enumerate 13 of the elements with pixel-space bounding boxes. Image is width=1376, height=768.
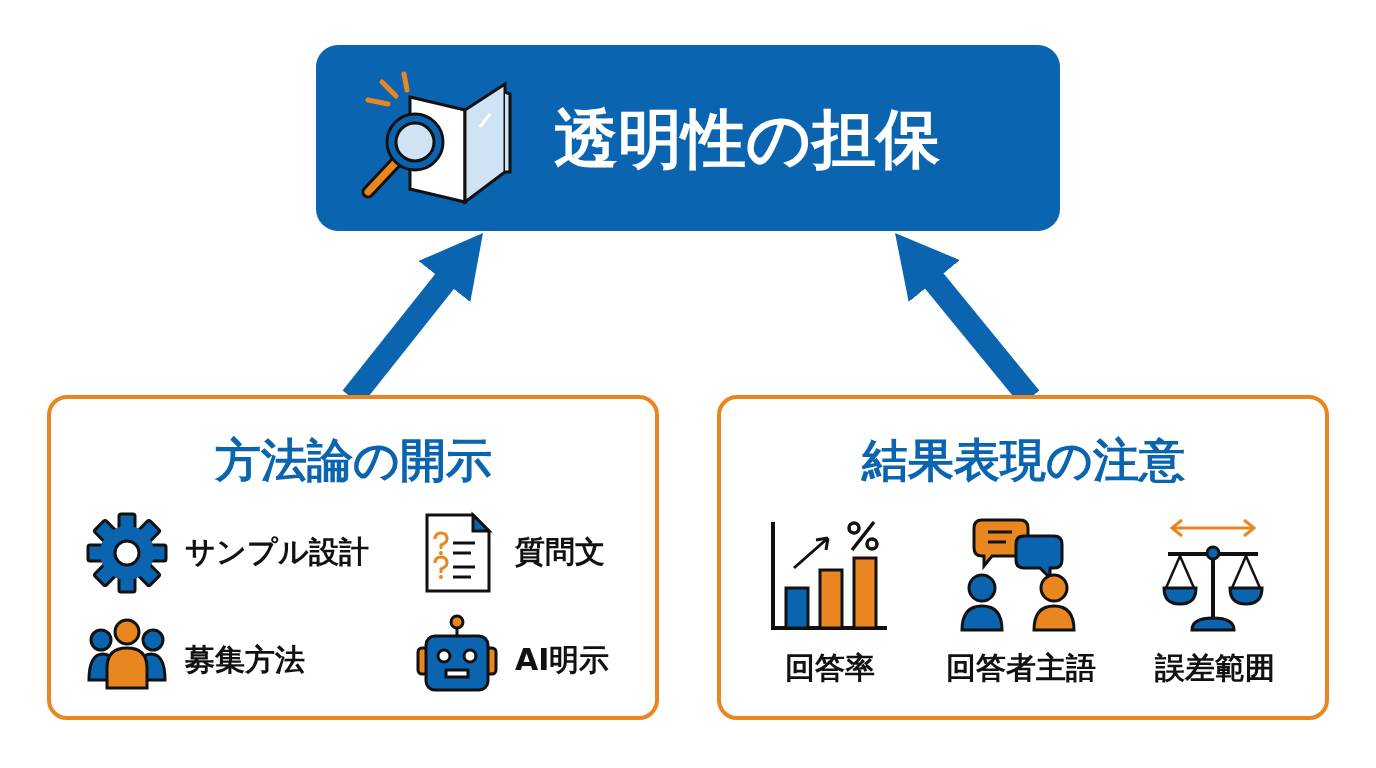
item-label: 回答者主語 [946,653,1096,683]
title-box [316,45,1060,231]
item-label: 質問文 [515,537,605,567]
panel [47,395,659,720]
item-label: 回答率 [785,653,875,683]
item-label: サンプル設計 [185,537,369,567]
item-label: AI明示 [515,645,610,675]
panel-heading: 結果表現の注意 [861,437,1185,483]
title-text: 透明性の担保 [554,107,940,171]
item-label: 募集方法 [185,645,305,675]
panel-heading: 方法論の開示 [214,437,492,483]
panel [717,395,1329,720]
item-label: 誤差範囲 [1155,653,1275,683]
